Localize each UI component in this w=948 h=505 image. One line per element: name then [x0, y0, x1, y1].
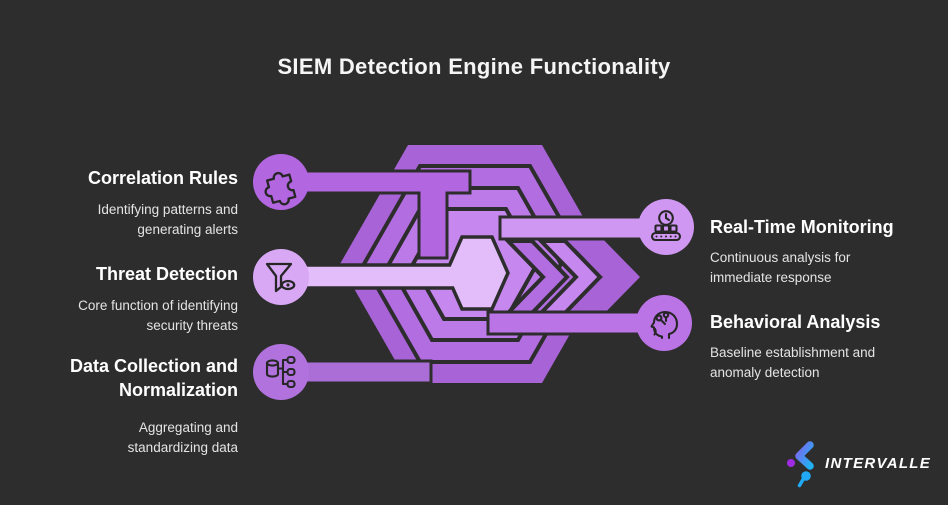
- data-collection-title: Data Collection and Normalization: [69, 356, 238, 400]
- logo-mark-icon: [787, 441, 814, 488]
- chevron-arrows: [503, 228, 640, 326]
- threat-detection-title: Threat Detection: [95, 264, 238, 284]
- filter-eye-icon: [265, 262, 296, 293]
- behavioral-analysis-title: Behavioral Analysis: [710, 312, 881, 332]
- data-collection-desc: Aggregating and standardizing data: [127, 420, 238, 455]
- brand-logo: INTERVALLE: [786, 437, 931, 489]
- realtime-monitoring-title: Real-Time Monitoring: [710, 217, 894, 237]
- puzzle-icon: [264, 171, 297, 206]
- realtime-monitoring-desc: Continuous analysis for immediate respon…: [710, 250, 851, 285]
- head-circuit-icon: [650, 310, 679, 340]
- correlation-rules-title: Correlation Rules: [87, 168, 238, 188]
- conveyor-clock-icon: [650, 210, 682, 242]
- connector-threat-center-hexagon: [279, 235, 510, 311]
- behavioral-analysis-desc: Baseline establishment and anomaly detec…: [710, 345, 876, 380]
- logo-text: INTERVALLE: [825, 454, 932, 472]
- node-data: [253, 344, 309, 400]
- node-realtime: [638, 199, 694, 255]
- database-icon: [265, 355, 296, 389]
- connector-correlation: [279, 169, 472, 260]
- correlation-rules-desc: Identifying patterns and generating aler…: [97, 202, 238, 237]
- page-title: SIEM Detection Engine Functionality: [277, 54, 671, 79]
- threat-detection-desc: Core function of identifying security th…: [78, 298, 238, 333]
